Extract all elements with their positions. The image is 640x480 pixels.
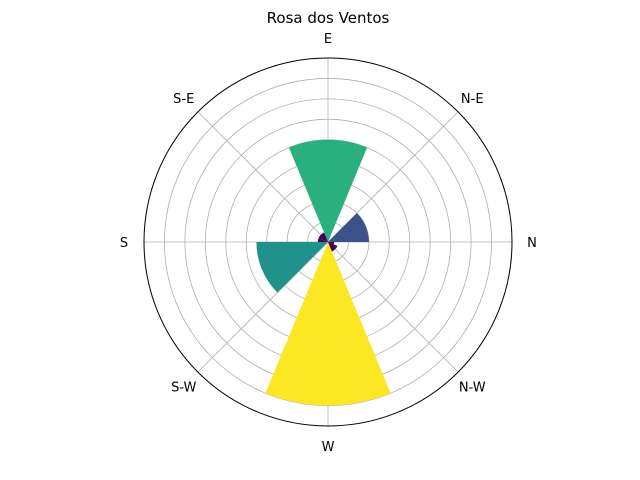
polar-frame <box>143 57 513 427</box>
wind-bar-5 <box>256 242 328 293</box>
direction-labels: N N-E E S-E S S-W W N-W <box>120 32 537 455</box>
direction-label-s-e: S-E <box>173 92 194 107</box>
direction-label-s: S <box>120 236 128 251</box>
direction-label-n-e: N-E <box>461 92 484 107</box>
wind-bar-7 <box>328 242 338 252</box>
wind-bar-1 <box>328 213 369 242</box>
direction-label-s-w: S-W <box>171 380 196 395</box>
direction-label-n-w: N-W <box>459 380 486 395</box>
direction-label-w: W <box>322 440 335 455</box>
chart-title: Rosa dos Ventos <box>267 9 390 27</box>
direction-label-n: N <box>527 236 537 251</box>
direction-label-e: E <box>324 32 332 47</box>
wind-bar-2 <box>288 139 368 242</box>
grid-spoke-135 <box>197 111 329 243</box>
wind-bar-3 <box>318 232 328 242</box>
bars <box>256 139 391 406</box>
grid-spoke-315 <box>327 241 459 373</box>
wind-bar-6 <box>265 242 391 406</box>
